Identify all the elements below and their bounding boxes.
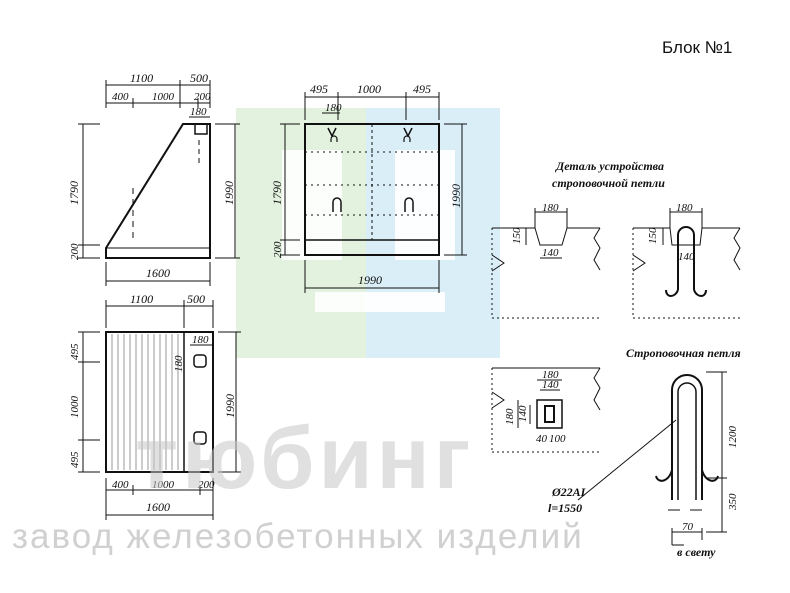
plan-dim-left-a: 495 — [69, 343, 81, 360]
detail-socket-empty — [491, 208, 601, 319]
loop-note: в свету — [677, 545, 716, 559]
side-dim-hook: 180 — [190, 106, 207, 118]
plan-dim-hook: 180 — [192, 334, 209, 346]
front-dim-top-c: 495 — [413, 82, 431, 96]
side-dim-left-base: 200 — [69, 243, 81, 260]
loop-title: Строповочная петля — [626, 346, 741, 360]
detail-title-line2: строповочной петли — [552, 176, 665, 190]
watermark-logo — [236, 108, 500, 358]
detail1-dim-top: 180 — [542, 202, 559, 214]
detail3-dim-top-a: 180 — [542, 369, 559, 381]
side-dim-top-left: 1100 — [130, 71, 153, 85]
loop-dim-bottom: 70 — [682, 521, 694, 533]
front-dim-right-height: 1990 — [449, 184, 463, 208]
plan-dim-hook-v: 180 — [173, 355, 185, 372]
plan-dim-bottom-c: 200 — [198, 479, 215, 491]
detail1-dim-bottom: 140 — [542, 247, 559, 259]
loop-spec-length: l=1550 — [548, 501, 582, 515]
side-dim-top-right: 500 — [190, 71, 208, 85]
detail3-dim-top-b: 140 — [542, 379, 559, 391]
detail2-dim-left: 150 — [647, 227, 659, 244]
plan-dim-bottom-a: 400 — [112, 479, 129, 491]
watermark-brand: тюбинг — [135, 408, 474, 507]
plan-dim-bottom-b: 1000 — [152, 479, 175, 491]
side-dim-seg-b: 1000 — [152, 91, 175, 103]
front-dim-top-a: 495 — [310, 82, 328, 96]
plan-dim-bottom: 1600 — [146, 500, 170, 514]
loop-spec-diameter: Ø22AI — [551, 485, 587, 499]
plan-dim-right-height: 1990 — [223, 394, 237, 418]
detail3-dim-bottom-b: 100 — [549, 433, 566, 445]
front-dim-bottom: 1990 — [358, 273, 382, 287]
detail-socket-plan — [491, 367, 601, 453]
front-view — [280, 92, 467, 293]
side-dim-right-height: 1990 — [222, 181, 236, 205]
detail3-dim-bottom-a: 40 — [536, 433, 548, 445]
side-dim-seg-c: 200 — [194, 91, 211, 103]
plan-view — [78, 300, 241, 520]
plan-dim-left-b: 1000 — [69, 396, 81, 419]
watermark-tagline: завод железобетонных изделий — [12, 517, 584, 556]
detail3-dim-left-b: 140 — [517, 405, 529, 422]
plan-dim-top-right: 500 — [187, 292, 205, 306]
detail-socket-loop — [632, 208, 741, 319]
side-dim-left-height: 1790 — [67, 181, 81, 205]
lifting-loop — [577, 371, 727, 546]
detail1-dim-left: 150 — [511, 227, 523, 244]
drawing-title: Блок №1 — [662, 38, 732, 57]
plan-dim-top-left: 1100 — [130, 292, 153, 306]
front-dim-left-base: 200 — [272, 241, 284, 258]
side-dim-bottom: 1600 — [146, 266, 170, 280]
detail2-dim-bottom: 140 — [678, 251, 695, 263]
side-view — [78, 80, 240, 286]
front-dim-left-height: 1790 — [270, 181, 284, 205]
plan-dim-left-c: 495 — [69, 451, 81, 468]
detail-title-line1: Деталь устройства — [555, 159, 664, 173]
front-dim-top-b: 1000 — [357, 82, 381, 96]
detail2-dim-top: 180 — [676, 202, 693, 214]
loop-dim-right-bottom: 350 — [727, 493, 739, 511]
detail3-dim-left-a: 180 — [504, 408, 516, 425]
loop-dim-right-top: 1200 — [727, 426, 739, 449]
side-dim-seg-a: 400 — [112, 91, 129, 103]
front-dim-hook: 180 — [325, 102, 342, 114]
